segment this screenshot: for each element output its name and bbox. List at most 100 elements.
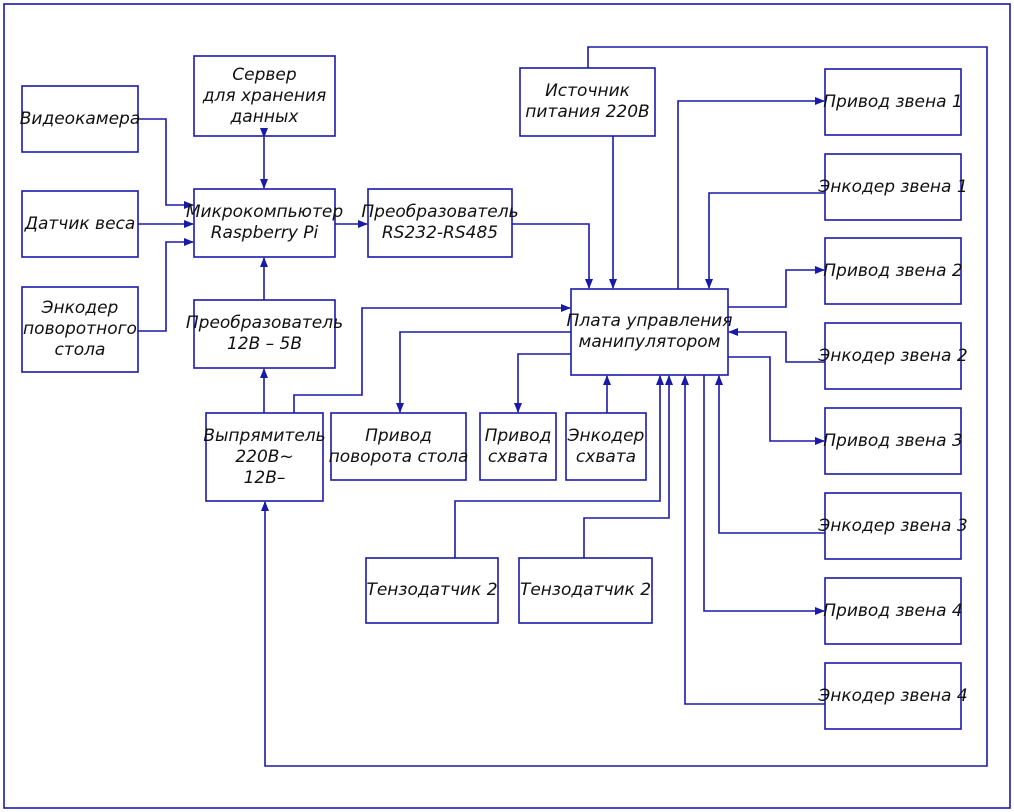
wire-board-to-table-drive [396, 331, 571, 413]
rectifier-label-line: Выпрямитель [203, 425, 326, 446]
converter-12-5-label-line: 12В – 5В [226, 334, 303, 354]
videocamera-label: Видеокамера [19, 86, 141, 152]
wire-board-to-link2-drive [728, 266, 825, 308]
grip-drive-label-line: Привод [484, 425, 552, 446]
rectifier-block [205, 412, 324, 502]
videocamera-block [21, 85, 139, 153]
grip-drive-label-line: схвата [487, 446, 549, 467]
strain-gauge-b-block [518, 557, 653, 624]
link1-drive-label-line: Привод звена 1 [823, 91, 963, 112]
link1-encoder-label-line: Энкодер звена 1 [818, 176, 968, 197]
server-label-line: данных [230, 106, 299, 127]
grip-encoder-label-line: схвата [575, 446, 637, 467]
link3-drive-label-line: Привод звена 3 [823, 430, 963, 451]
table-encoder-label-line: Энкодер [41, 298, 119, 318]
rectifier-label-line: 220В~ [235, 446, 294, 467]
link2-encoder-label-line: Энкодер звена 2 [818, 345, 968, 366]
strain-gauge-b-label: Тензодатчик 2 [519, 558, 652, 623]
raspberry-label: Микрокомпьютер Raspberry Pi [186, 189, 343, 257]
table-encoder-label: Энкодер поворотного стола [22, 287, 138, 372]
videocamera-label-line: Видеокамера [19, 108, 141, 129]
table-encoder-block [21, 286, 139, 373]
outer-frame [3, 3, 1011, 809]
wire-strain-b-to-board [583, 375, 673, 558]
converter-12-5-label: Преобразователь 12В – 5В [186, 300, 343, 368]
converter-12-5-block [193, 299, 336, 369]
rs-converter-label: Преобразователь RS232-RS485 [361, 189, 518, 257]
link4-drive-label: Привод звена 4 [823, 578, 963, 644]
wire-link4-encoder-to-board [681, 375, 825, 705]
wire-rs-to-board [512, 223, 593, 289]
raspberry-label-line: Raspberry Pi [210, 223, 319, 243]
link3-encoder-label-line: Энкодер звена 3 [818, 515, 968, 536]
power-supply-label-line: Источник [545, 81, 630, 101]
raspberry-label-line: Микрокомпьютер [185, 202, 344, 222]
power-supply-block [519, 67, 656, 137]
grip-encoder-block [565, 412, 647, 481]
wire-table-encoder-to-pi [138, 238, 194, 332]
table-drive-label: Привод поворота стола [328, 413, 469, 480]
grip-drive-label: Привод схвата [480, 413, 556, 480]
table-drive-block [330, 412, 467, 481]
link4-encoder-label-line: Энкодер звена 4 [818, 685, 968, 706]
control-board-block [570, 288, 729, 376]
power-supply-label-line: питания 220В [525, 102, 650, 122]
table-drive-label-line: поворота стола [328, 446, 469, 467]
wire-link1-encoder-to-board [705, 192, 825, 289]
strain-gauge-a-block [365, 557, 499, 624]
link1-drive-label: Привод звена 1 [823, 69, 963, 135]
weight-sensor-block [21, 190, 139, 258]
converter-12-5-label-line: Преобразователь [185, 313, 344, 333]
wire-camera-to-pi [138, 118, 194, 209]
link3-drive-label: Привод звена 3 [823, 408, 963, 474]
link2-encoder-block [824, 322, 962, 390]
strain-gauge-b-label-line: Тензодатчик 2 [519, 580, 652, 600]
rs-converter-label-line: Преобразователь [361, 202, 519, 222]
rectifier-label-line: 12В– [243, 467, 286, 488]
rectifier-label: Выпрямитель 220В~ 12В– [203, 413, 326, 501]
wire-rectifier-to-board [293, 304, 571, 413]
wire-link2-encoder-to-board [728, 328, 825, 363]
link1-encoder-label: Энкодер звена 1 [818, 154, 967, 220]
strain-gauge-a-label-line: Тензодатчик 2 [366, 580, 498, 600]
link1-drive-block [824, 68, 962, 136]
wire-board-to-link4-drive [703, 375, 825, 615]
wire-power-to-rectifier [261, 46, 988, 767]
weight-sensor-label-line: Датчик веса [24, 213, 136, 234]
link2-drive-label-line: Привод звена 2 [823, 260, 963, 281]
strain-gauge-a-label: Тензодатчик 2 [366, 558, 498, 623]
link2-drive-label: Привод звена 2 [823, 238, 963, 304]
wire-strain-a-to-board [454, 375, 664, 558]
link1-encoder-block [824, 153, 962, 221]
table-encoder-label-line: стола [54, 340, 106, 360]
power-supply-label: Источник питания 220В [520, 68, 655, 136]
weight-sensor-label: Датчик веса [22, 191, 138, 257]
rs-converter-label-line: RS232-RS485 [381, 223, 499, 243]
table-encoder-label-line: поворотного [23, 319, 137, 339]
link4-drive-label-line: Привод звена 4 [823, 600, 963, 621]
link3-drive-block [824, 407, 962, 475]
link2-drive-block [824, 237, 962, 305]
link4-drive-block [824, 577, 962, 645]
wire-board-to-grip-drive [514, 353, 571, 413]
server-block [193, 55, 336, 137]
link4-encoder-label: Энкодер звена 4 [818, 663, 967, 729]
wire-board-to-link1-drive [677, 97, 825, 289]
link3-encoder-label: Энкодер звена 3 [818, 493, 967, 559]
server-label-line: Сервер [232, 64, 297, 85]
control-board-label: Плата управления манипулятором [567, 289, 733, 375]
control-board-label-line: манипулятором [578, 332, 721, 352]
rs-converter-block [367, 188, 513, 258]
wire-link3-encoder-to-board [715, 375, 825, 534]
wire-board-to-link3-drive [728, 356, 825, 445]
grip-drive-block [479, 412, 557, 481]
link3-encoder-block [824, 492, 962, 560]
link2-encoder-label: Энкодер звена 2 [818, 323, 967, 389]
grip-encoder-label-line: Энкодер [567, 425, 645, 446]
server-label: Сервер для хранения данных [194, 56, 335, 136]
grip-encoder-label: Энкодер схвата [566, 413, 646, 480]
table-drive-label-line: Привод [365, 425, 432, 446]
server-label-line: для хранения [202, 85, 327, 106]
link4-encoder-block [824, 662, 962, 730]
